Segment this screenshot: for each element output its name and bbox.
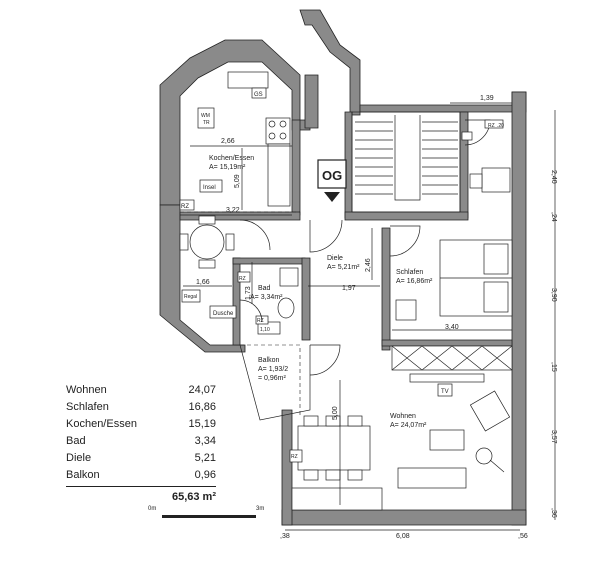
dim-0-38: ,38	[280, 533, 290, 540]
dim-1-97: 1,97	[342, 285, 356, 292]
row-label: Wohnen	[66, 384, 107, 396]
row-label: Schlafen	[66, 401, 109, 413]
table-row: Balkon 0,96	[66, 467, 216, 484]
table-row: Schlafen 16,86	[66, 399, 216, 416]
dim-0-24: ,24	[550, 212, 557, 222]
wohnen-name: Wohnen	[390, 413, 416, 420]
table-row: Bad 3,34	[66, 433, 216, 450]
dim-0-56: ,56	[518, 533, 528, 540]
scale-start-label: 0m	[148, 506, 157, 512]
down-arrow-icon	[324, 192, 340, 202]
dimension-labels: 2,66 5,09 3,22 1,66 1,73 1,97 2,46 3,40 …	[196, 95, 557, 540]
row-label: Kochen/Essen	[66, 418, 137, 430]
rz-label-4: RZ	[488, 123, 495, 129]
tr-label: TR	[203, 120, 210, 126]
row-value: 16,86	[188, 401, 216, 413]
dim-5-00: 5,00	[332, 406, 339, 420]
balkon-area-2: = 0,96m²	[258, 375, 286, 382]
dim-1-73: 1,73	[245, 286, 252, 300]
dim-2-66: 2,66	[221, 138, 235, 145]
og-badge	[317, 159, 347, 189]
table-row: Diele 5,21	[66, 450, 216, 467]
room-labels: Kochen/Essen A= 15,19m² Bad A= 3,34m² Di…	[209, 155, 433, 429]
scale-end-label: 3m	[256, 506, 265, 512]
row-label: Diele	[66, 452, 92, 464]
dusche-label: Dusche	[213, 311, 234, 317]
bedroom-furniture: RZ .20	[391, 119, 513, 371]
row-value: 5,21	[194, 452, 216, 464]
dining-chair	[303, 469, 319, 481]
row-value: 0,96	[194, 469, 216, 481]
scale-bar-line	[162, 515, 256, 518]
row-value: 15,19	[188, 418, 216, 430]
rz-label-3: RZ	[239, 276, 246, 282]
table-row: Kochen/Essen 15,19	[66, 416, 216, 433]
diele-name: Diele	[327, 255, 343, 262]
staircase: OG	[317, 111, 461, 213]
dim-2-40: 2,40	[550, 170, 557, 184]
og-label: OG	[322, 168, 342, 183]
hole-mark-label: .20	[497, 123, 504, 129]
diele-area: A= 5,21m²	[327, 264, 360, 271]
balkon-name: Balkon	[258, 357, 280, 364]
schlafen-area: A= 16,86m²	[396, 278, 433, 285]
row-value: 3,34	[194, 435, 216, 447]
dim-1-39: 1,39	[480, 95, 494, 102]
regal-label: Regal	[184, 294, 197, 300]
rz-label-5: RZ	[291, 454, 298, 460]
dim-2-46: 2,46	[365, 258, 372, 272]
kochen-name: Kochen/Essen	[209, 155, 254, 162]
kochen-area: A= 15,19m²	[209, 164, 246, 171]
balkon-area-1: A= 1,93/2	[258, 366, 288, 373]
gs-label: GS	[254, 92, 263, 98]
dimension-lines	[180, 102, 556, 531]
kitchen-fixtures: WM TR GS Insel RZ Regal	[179, 71, 300, 303]
bad-area: A= 3,34m²	[250, 294, 283, 301]
row-value: 24,07	[188, 384, 216, 396]
dim-6-08: 6,08	[396, 533, 410, 540]
total-value: 65,63 m²	[171, 491, 216, 503]
dim-3-57: 3,57	[550, 430, 557, 444]
schlafen-name: Schlafen	[396, 269, 423, 276]
dim-0-15: ,15	[550, 362, 557, 372]
rz-label-2: RZ	[257, 318, 264, 324]
dining-chair	[325, 469, 341, 481]
table-row: Wohnen 24,07	[66, 382, 216, 399]
dining-chair	[347, 415, 363, 427]
insel-label: Insel	[203, 185, 216, 191]
rz-label-1: RZ	[181, 204, 189, 210]
wardrobe-segment	[451, 345, 483, 371]
bathroom-fixtures: Dusche 1,10 RZ RZ	[209, 267, 299, 335]
wardrobe-segment	[391, 345, 423, 371]
wardrobe-segment	[421, 345, 453, 371]
dining-chair	[347, 469, 363, 481]
dim-3-22: 3,22	[226, 207, 240, 214]
wohnen-area: A= 24,07m²	[390, 422, 427, 429]
total-row: 65,63 m²	[66, 486, 216, 506]
dining-chair	[303, 415, 319, 427]
area-summary-table: Wohnen 24,07 Schlafen 16,86 Kochen/Essen…	[66, 382, 216, 506]
dim-1-66: 1,66	[196, 279, 210, 286]
row-label: Bad	[66, 435, 86, 447]
bad-sub-label: 1,10	[260, 327, 270, 333]
tv-label: TV	[441, 389, 449, 395]
dim-3-90: 3,90	[550, 288, 557, 302]
wm-label: WM	[201, 113, 210, 119]
bad-name: Bad	[258, 285, 271, 292]
scale-bar: 0m 3m	[148, 506, 268, 520]
living-furniture: TV RZ	[289, 373, 511, 511]
dim-3-40: 3,40	[445, 324, 459, 331]
row-label: Balkon	[66, 469, 100, 481]
dim-5-09: 5,09	[234, 174, 241, 188]
dim-0-36: ,36	[550, 508, 557, 518]
wardrobe-segment	[481, 345, 513, 371]
balcony	[240, 344, 301, 415]
